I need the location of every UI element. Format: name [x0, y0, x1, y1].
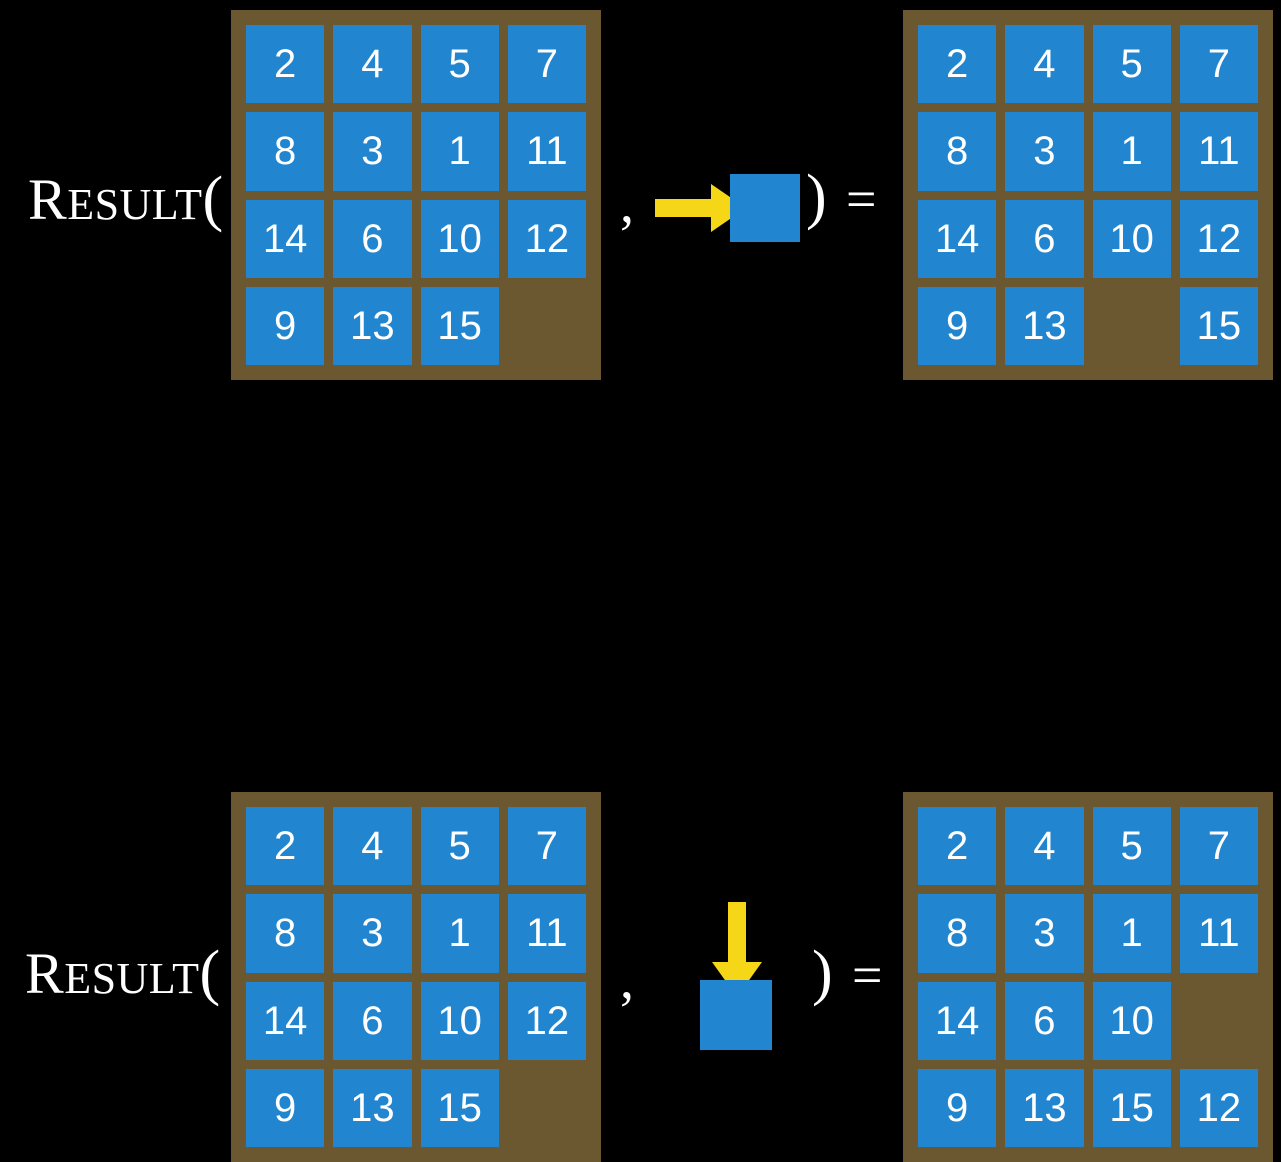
tile[interactable]: 15	[420, 1068, 499, 1147]
tile[interactable]: 5	[1092, 807, 1171, 886]
tile[interactable]: 6	[333, 199, 412, 278]
result-remaining-letters: ESULT	[64, 954, 200, 1003]
tile[interactable]: 4	[1005, 807, 1084, 886]
input-board-row-0[interactable]: 2 4 5 7 8 3 1 11 14 6 10 12 9 13 15	[231, 10, 601, 380]
tile[interactable]: 13	[333, 286, 412, 365]
tile[interactable]: 14	[246, 199, 325, 278]
tile[interactable]: 10	[420, 199, 499, 278]
tile[interactable]: 13	[1005, 286, 1084, 365]
tile[interactable]: 14	[246, 981, 325, 1060]
equation-row-1: RESULT( 2 4 5 7 8 3 1 11 14 6 10 12 9 13…	[0, 390, 1281, 1162]
blank-tile[interactable]	[730, 174, 800, 242]
tile[interactable]: 9	[246, 286, 325, 365]
result-remaining-letters: ESULT	[67, 180, 203, 229]
result-label-row-1: RESULT(	[25, 942, 221, 1004]
blank-cell[interactable]	[1180, 982, 1258, 1060]
tile[interactable]: 15	[420, 286, 499, 365]
tile[interactable]: 8	[918, 894, 997, 973]
tile[interactable]: 10	[1092, 981, 1171, 1060]
tile[interactable]: 2	[918, 25, 997, 104]
tile[interactable]: 9	[918, 1068, 997, 1147]
tile[interactable]: 4	[1005, 25, 1084, 104]
tile[interactable]: 3	[333, 894, 412, 973]
tile[interactable]: 15	[1179, 286, 1258, 365]
tile[interactable]: 13	[1005, 1068, 1084, 1147]
tile[interactable]: 6	[333, 981, 412, 1060]
tile[interactable]: 5	[1092, 25, 1171, 104]
tile[interactable]: 7	[507, 25, 586, 104]
argument-separator-comma: ,	[620, 173, 634, 235]
tile[interactable]: 11	[1179, 894, 1258, 973]
tile[interactable]: 9	[918, 286, 997, 365]
tile[interactable]: 2	[918, 807, 997, 886]
input-board-row-1[interactable]: 2 4 5 7 8 3 1 11 14 6 10 12 9 13 15	[231, 792, 601, 1162]
tile[interactable]: 8	[918, 112, 997, 191]
tile[interactable]: 10	[1092, 199, 1171, 278]
tile[interactable]: 1	[1092, 894, 1171, 973]
tile[interactable]: 12	[507, 981, 586, 1060]
tile[interactable]: 11	[507, 894, 586, 973]
tile[interactable]: 5	[420, 25, 499, 104]
tile[interactable]: 1	[1092, 112, 1171, 191]
tile[interactable]: 11	[507, 112, 586, 191]
result-initial-letter: R	[28, 167, 68, 232]
tile[interactable]: 14	[918, 199, 997, 278]
tile[interactable]: 8	[246, 112, 325, 191]
tile[interactable]: 2	[246, 25, 325, 104]
blank-cell[interactable]	[508, 287, 586, 365]
tile[interactable]: 1	[420, 112, 499, 191]
tile[interactable]: 3	[333, 112, 412, 191]
close-paren: )	[812, 939, 833, 1007]
result-initial-letter: R	[25, 941, 65, 1006]
tile[interactable]: 1	[420, 894, 499, 973]
tile[interactable]: 8	[246, 894, 325, 973]
tile[interactable]: 7	[1179, 25, 1258, 104]
tile[interactable]: 12	[1179, 199, 1258, 278]
tile[interactable]: 9	[246, 1068, 325, 1147]
tile[interactable]: 7	[1179, 807, 1258, 886]
blank-cell[interactable]	[508, 1069, 586, 1147]
result-label-row-0: RESULT(	[28, 168, 224, 230]
tile[interactable]: 13	[333, 1068, 412, 1147]
tile[interactable]: 10	[420, 981, 499, 1060]
open-paren: (	[202, 165, 224, 233]
tile[interactable]: 12	[1179, 1068, 1258, 1147]
tile[interactable]: 4	[333, 807, 412, 886]
blank-cell[interactable]	[1093, 287, 1171, 365]
equals-sign: =	[852, 945, 883, 1005]
argument-separator-comma: ,	[620, 949, 634, 1011]
tile[interactable]: 12	[507, 199, 586, 278]
arrow-right-icon	[655, 184, 746, 232]
tile[interactable]: 4	[333, 25, 412, 104]
equals-sign: =	[846, 169, 877, 229]
tile[interactable]: 11	[1179, 112, 1258, 191]
tile[interactable]: 15	[1092, 1068, 1171, 1147]
blank-tile[interactable]	[700, 980, 772, 1050]
tile[interactable]: 7	[507, 807, 586, 886]
tile[interactable]: 3	[1005, 894, 1084, 973]
tile[interactable]: 14	[918, 981, 997, 1060]
tile[interactable]: 6	[1005, 199, 1084, 278]
equation-row-0: RESULT( 2 4 5 7 8 3 1 11 14 6 10 12 9 13…	[0, 0, 1281, 390]
close-paren: )	[806, 163, 827, 231]
output-board-row-0[interactable]: 2 4 5 7 8 3 1 11 14 6 10 12 9 13 15	[903, 10, 1273, 380]
tile[interactable]: 5	[420, 807, 499, 886]
tile[interactable]: 6	[1005, 981, 1084, 1060]
tile[interactable]: 3	[1005, 112, 1084, 191]
open-paren: (	[199, 939, 221, 1007]
tile[interactable]: 2	[246, 807, 325, 886]
output-board-row-1[interactable]: 2 4 5 7 8 3 1 11 14 6 10 9 13 15 12	[903, 792, 1273, 1162]
